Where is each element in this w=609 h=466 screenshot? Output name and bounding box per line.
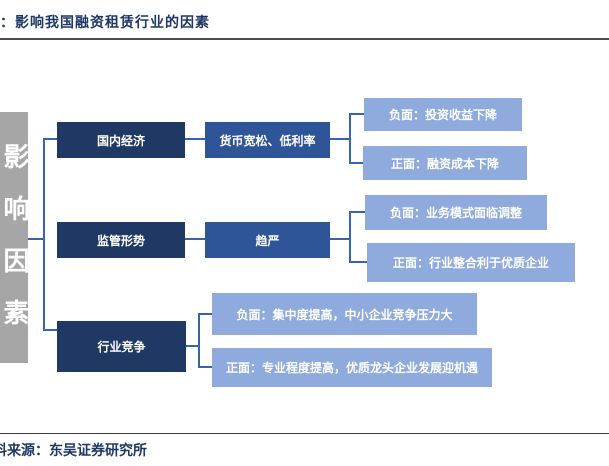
- source-prefix-fragment: 料: [0, 440, 7, 460]
- connector-row2-stub-top: [349, 211, 365, 213]
- connector-row3-stub-bottom: [198, 366, 212, 368]
- source-label: 料来源：东吴证券研究所: [0, 440, 147, 460]
- category-box-domestic-economy: 国内经济: [57, 122, 185, 158]
- connector-row2-stub-bottom: [349, 261, 367, 263]
- source-text: 来源：东吴证券研究所: [7, 443, 147, 459]
- connector-row3-cat-bracket: [186, 345, 198, 347]
- outcome-box-leading-firm-opportunity: 正面：专业程度提高，优质龙头企业发展迎机遇: [212, 348, 492, 387]
- middle-box-stricter: 趋严: [205, 222, 330, 258]
- connector-row3-stub-top: [198, 313, 212, 315]
- connector-row3-bracket-v: [198, 313, 200, 368]
- connector-row1-bracket-v: [349, 113, 351, 164]
- connector-row1-stub-bottom: [349, 162, 363, 164]
- outcome-box-financing-cost-decline: 正面：融资成本下降: [363, 146, 527, 180]
- outcome-box-investment-return-decline: 负面：投资收益下降: [364, 98, 522, 131]
- connector-row1-stub-top: [349, 113, 364, 115]
- connector-stub-row3: [43, 329, 57, 331]
- outcome-box-business-model-adjustment: 负面：业务模式面临调整: [365, 195, 547, 230]
- root-factor-box: 影响因素: [0, 112, 29, 363]
- middle-box-monetary-easing: 货币宽松、低利率: [205, 122, 330, 158]
- connector-trunk-h: [28, 238, 43, 240]
- root-factor-label: 影响因素: [0, 142, 29, 351]
- category-box-regulatory-situation: 监管形势: [57, 222, 185, 258]
- figure-title: ：影响我国融资租赁行业的因素: [0, 15, 210, 31]
- title-rule: [0, 38, 609, 40]
- source-rule: [0, 433, 609, 434]
- outcome-box-concentration-pressure: 负面：集中度提高，中小企业竞争压力大: [212, 293, 477, 335]
- connector-row2-bracket-v: [349, 211, 351, 263]
- connector-row2-mid-bracket: [330, 238, 349, 240]
- connector-row1-mid-bracket: [330, 138, 349, 140]
- connector-row2-cat-mid: [185, 238, 205, 240]
- connector-stub-row1: [43, 138, 57, 140]
- outcome-box-industry-consolidation: 正面：行业整合利于优质企业: [367, 243, 575, 282]
- connector-trunk-v: [43, 138, 45, 331]
- category-box-industry-competition: 行业竞争: [57, 321, 186, 372]
- connector-row1-cat-mid: [185, 138, 205, 140]
